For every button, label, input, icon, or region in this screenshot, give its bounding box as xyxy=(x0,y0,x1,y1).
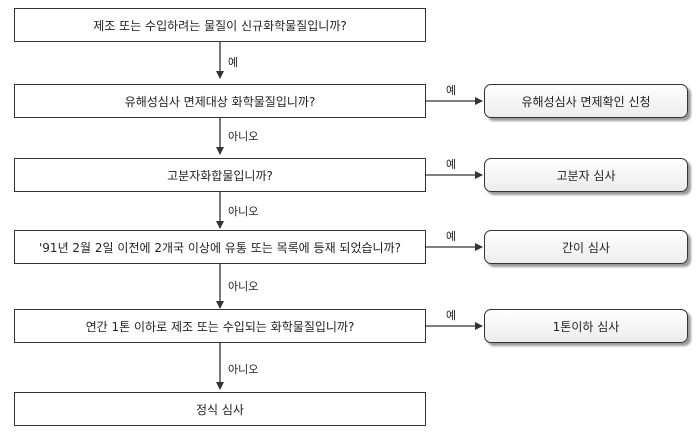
result-text: 1톤이하 심사 xyxy=(552,319,620,334)
question-text: '91년 2월 2일 이전에 2개국 이상에 유통 또는 목록에 등재 되었습니… xyxy=(39,240,401,255)
question-box-polymer: 고분자화합물입니까? xyxy=(14,158,426,192)
question-box-exemption: 유해성심사 면제대상 화학물질입니까? xyxy=(14,84,426,118)
result-box-exemption-confirmation: 유해성심사 면제확인 신청 xyxy=(484,84,688,118)
result-box-under-one-ton-review: 1톤이하 심사 xyxy=(484,309,688,343)
question-text: 유해성심사 면제대상 화학물질입니까? xyxy=(124,94,316,109)
result-text: 고분자 심사 xyxy=(556,168,616,183)
question-box-annual-tonnage: 연간 1톤 이하로 제조 또는 수입되는 화학물질입니까? xyxy=(14,309,426,343)
result-box-simplified-review: 간이 심사 xyxy=(484,230,688,264)
question-text: 고분자화합물입니까? xyxy=(167,168,273,183)
branch-label-no: 아니오 xyxy=(228,205,259,218)
final-box-full-review: 정식 심사 xyxy=(14,392,426,426)
question-text: 연간 1톤 이하로 제조 또는 수입되는 화학물질입니까? xyxy=(85,319,355,334)
branch-label-yes: 예 xyxy=(228,56,239,69)
branch-label-yes: 예 xyxy=(446,158,457,171)
branch-label-yes: 예 xyxy=(446,84,457,97)
question-box-new-substance: 제조 또는 수입하려는 물질이 신규화학물질입니까? xyxy=(14,8,426,42)
branch-label-no: 아니오 xyxy=(228,280,259,293)
result-text: 간이 심사 xyxy=(562,240,610,255)
question-box-prior-distribution: '91년 2월 2일 이전에 2개국 이상에 유통 또는 목록에 등재 되었습니… xyxy=(14,230,426,264)
branch-label-yes: 예 xyxy=(446,309,457,322)
branch-label-no: 아니오 xyxy=(228,363,259,376)
question-text: 제조 또는 수입하려는 물질이 신규화학물질입니까? xyxy=(93,18,347,33)
final-text: 정식 심사 xyxy=(196,402,244,417)
result-text: 유해성심사 면제확인 신청 xyxy=(521,94,651,109)
branch-label-yes: 예 xyxy=(446,230,457,243)
branch-label-no: 아니오 xyxy=(228,130,259,143)
result-box-polymer-review: 고분자 심사 xyxy=(484,158,688,192)
